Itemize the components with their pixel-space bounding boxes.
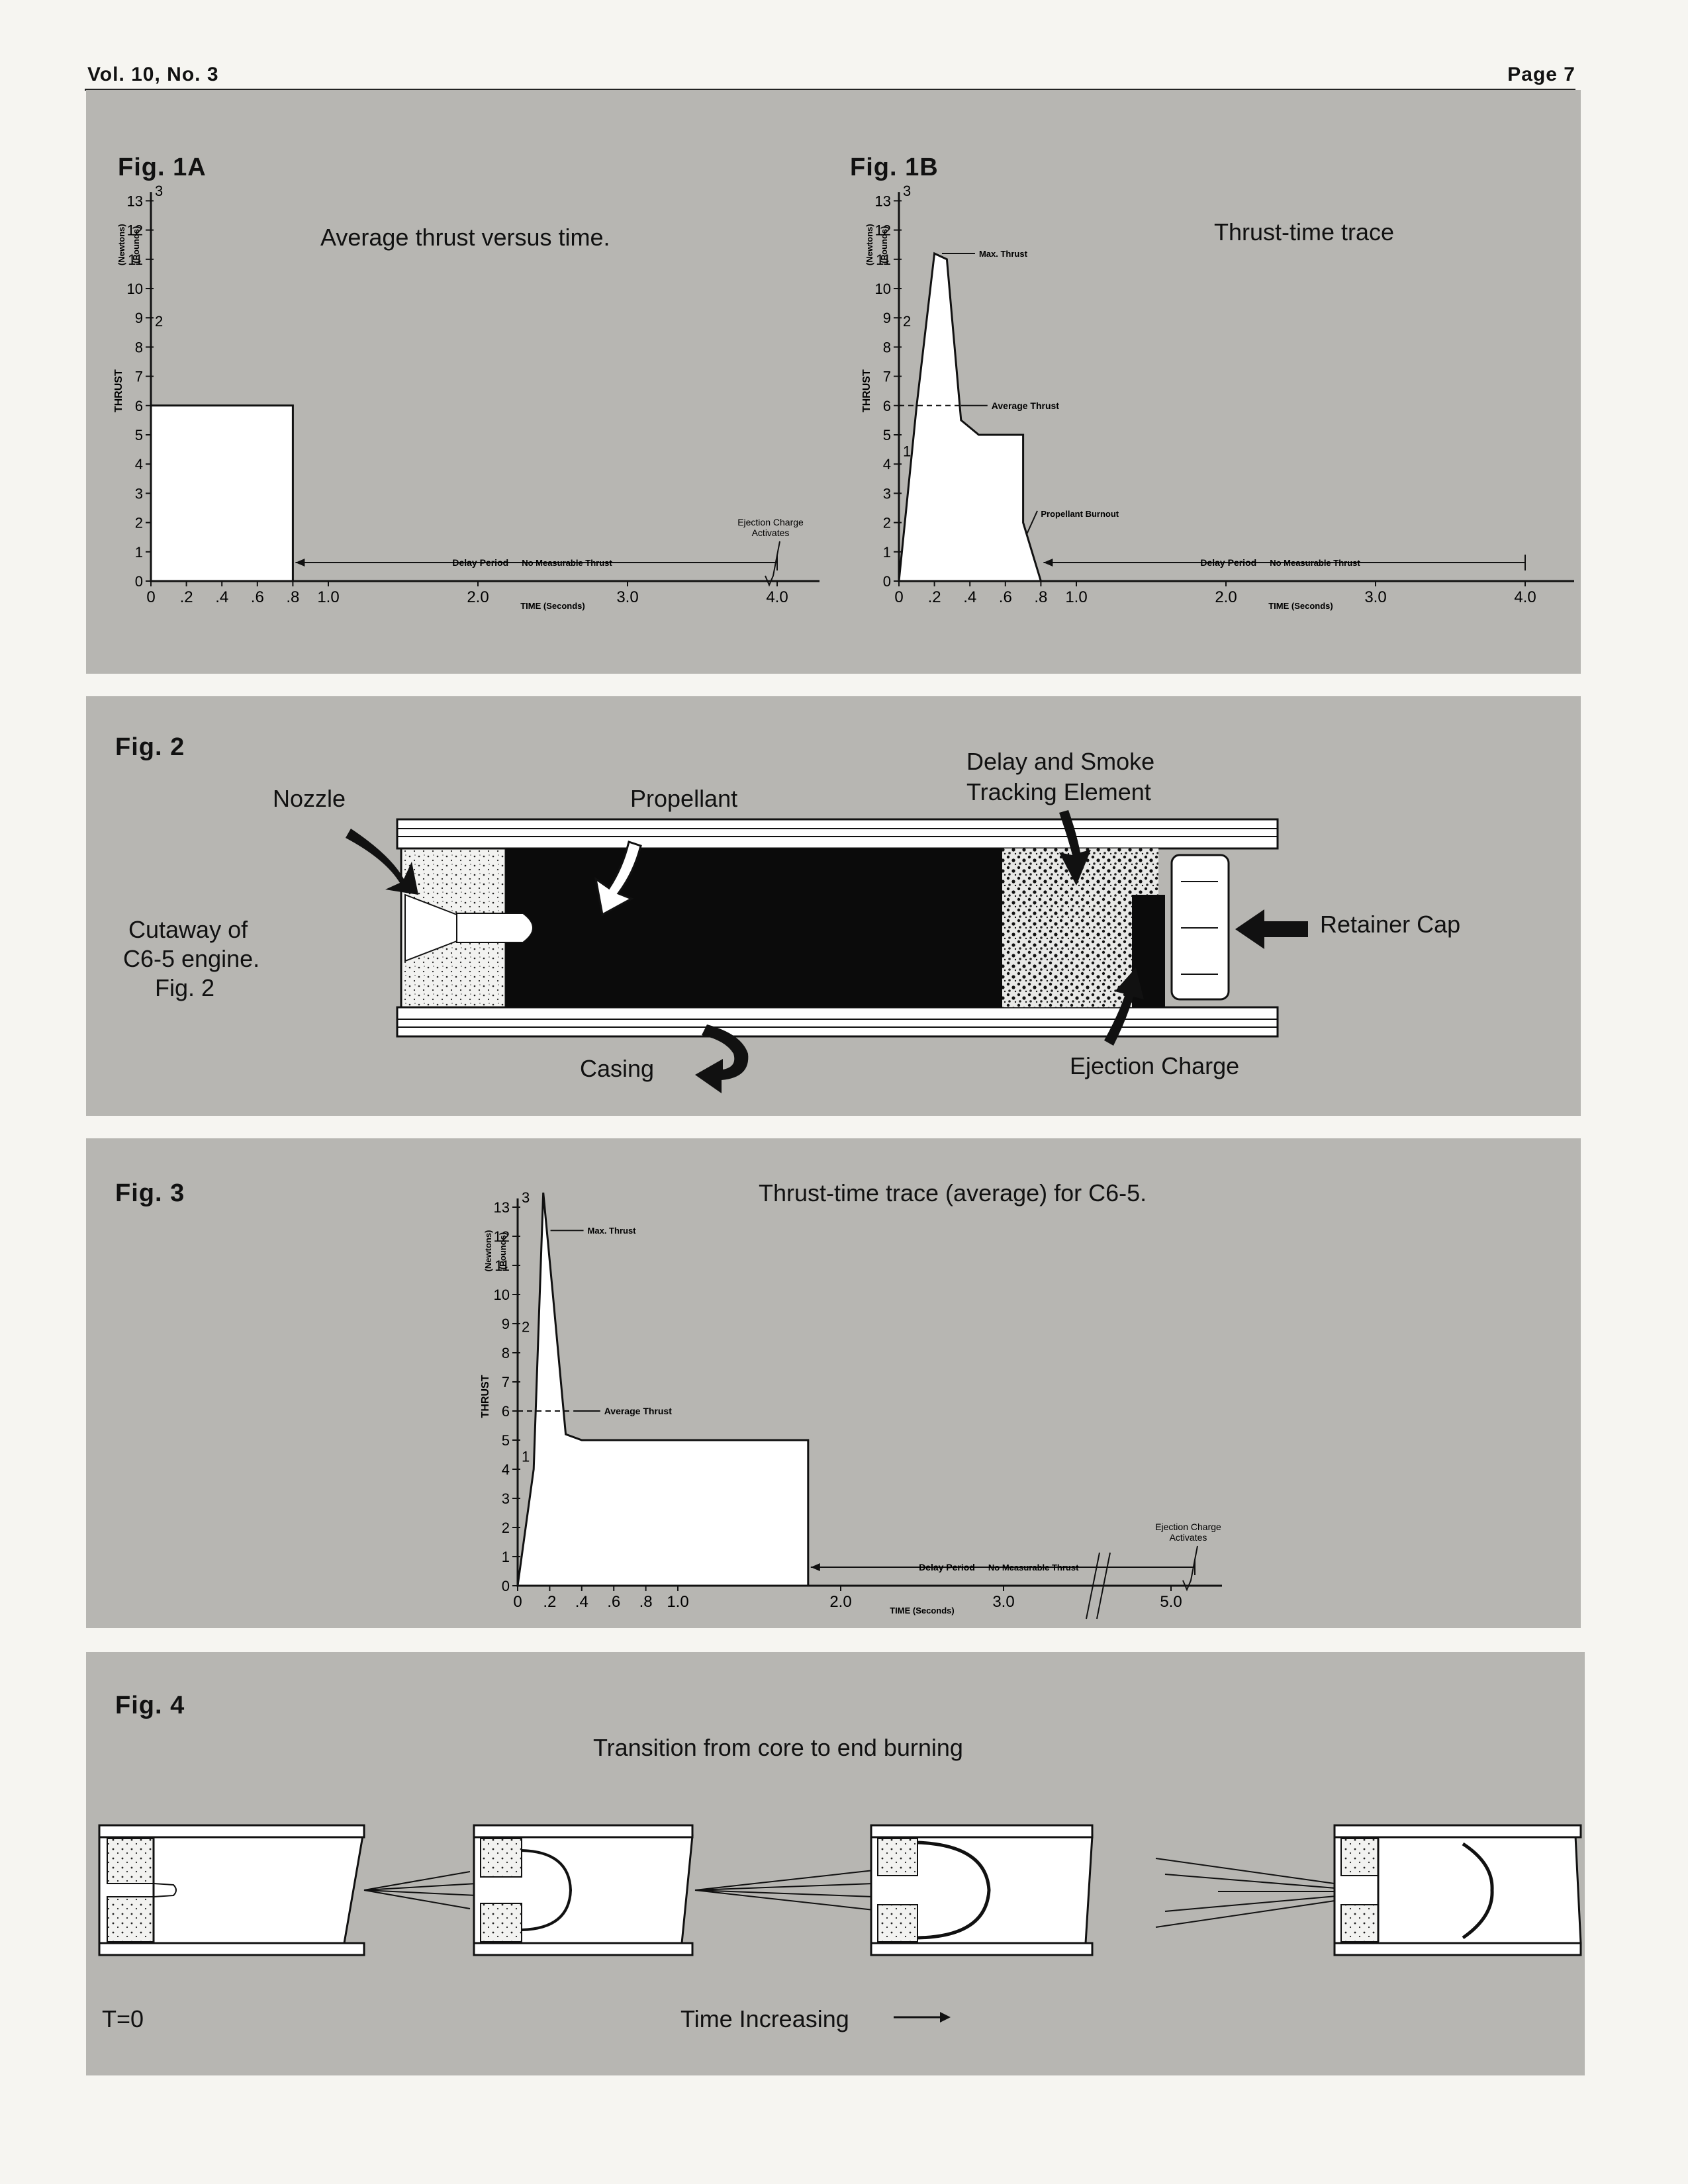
nozzle-label: Nozzle — [273, 785, 346, 812]
delay-label-1: Delay and Smoke — [966, 748, 1155, 775]
casing-top — [396, 818, 1279, 850]
fig1a-title: Average thrust versus time. — [320, 224, 610, 251]
delay-arrow — [1059, 810, 1091, 886]
casing-bottom — [396, 1006, 1279, 1038]
ejection-arrow — [1104, 968, 1144, 1046]
exhaust-3 — [1155, 1858, 1344, 1928]
fig3-label: Fig. 3 — [115, 1179, 185, 1207]
burn-stage-3 — [870, 1824, 1094, 1956]
burn-stage-1 — [98, 1824, 365, 1956]
burn-stage-4 — [1333, 1824, 1582, 1956]
page-number: Page 7 — [1507, 64, 1575, 85]
fig1a-chart — [0, 0, 1688, 675]
header-rule — [85, 89, 1575, 91]
fig1b-label: Fig. 1B — [850, 154, 939, 181]
fig1b-title: Thrust-time trace — [1214, 218, 1395, 246]
exhaust-2 — [694, 1870, 874, 1911]
burn-stage-2 — [473, 1824, 694, 1956]
issue-label: Vol. 10, No. 3 — [87, 64, 219, 85]
exhaust-1 — [363, 1871, 477, 1909]
core-cavity — [456, 913, 534, 943]
propellant-label: Propellant — [630, 785, 738, 812]
fig3-panel — [86, 1138, 1581, 1628]
delay-label-2: Tracking Element — [966, 778, 1151, 805]
retainer-label: Retainer Cap — [1320, 911, 1461, 938]
fig3-title: Thrust-time trace (average) for C6-5. — [759, 1179, 1147, 1206]
fig4-title: Transition from core to end burning — [593, 1734, 963, 1761]
fig1-panel — [86, 90, 1581, 674]
fig1a-label: Fig. 1A — [118, 154, 207, 181]
fig4-label: Fig. 4 — [115, 1692, 185, 1719]
fig2-caption-3: Fig. 2 — [155, 974, 215, 1001]
time-arrow — [894, 2012, 951, 2023]
engine-cutaway-diagram — [346, 810, 1308, 1093]
fig2-caption-2: C6-5 engine. — [123, 945, 260, 972]
burn-transition-diagram — [98, 1824, 1582, 2023]
nozzle-arrow — [346, 829, 418, 895]
fig2-caption-1: Cutaway of — [128, 916, 248, 943]
fig2-label: Fig. 2 — [115, 733, 185, 761]
ejection-label: Ejection Charge — [1070, 1052, 1240, 1079]
propellant-arrow — [594, 841, 642, 917]
casing-arrow — [695, 1024, 749, 1093]
t0-label: T=0 — [102, 2005, 144, 2032]
time-increasing-label: Time Increasing — [680, 2005, 849, 2032]
casing-label: Casing — [580, 1055, 655, 1082]
propellant-grain — [506, 848, 1002, 1007]
retainer-arrow — [1235, 909, 1308, 949]
